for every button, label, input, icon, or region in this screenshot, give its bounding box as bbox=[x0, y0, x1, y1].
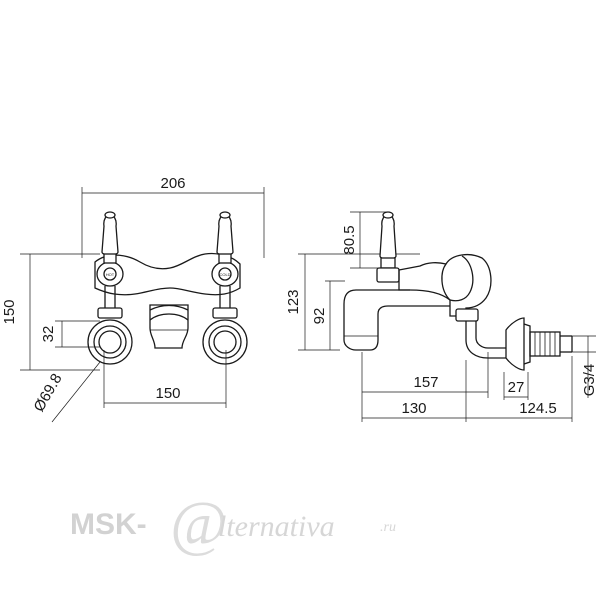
cold-lever bbox=[216, 211, 234, 264]
wall-flange bbox=[505, 317, 525, 371]
dim-overall-height: 150 bbox=[1, 253, 100, 371]
hot-lever bbox=[101, 211, 119, 264]
hot-label: HOT bbox=[106, 272, 115, 277]
side-body bbox=[398, 253, 492, 317]
dim-label-wall-depth: 124.5 bbox=[519, 400, 557, 417]
side-nut bbox=[455, 308, 479, 322]
dim-label-lever-height: 80.5 bbox=[341, 225, 358, 254]
cold-label: COLD bbox=[219, 272, 230, 277]
cold-index-disc bbox=[218, 267, 232, 281]
front-view: 206 150 32 Ø69.8 150 bbox=[1, 175, 265, 423]
dim-spout-to-wall: 130 bbox=[361, 360, 467, 422]
dim-spout-reach: 157 bbox=[361, 352, 489, 398]
dim-wall-depth: 124.5 bbox=[466, 356, 573, 422]
faucet-body bbox=[94, 252, 241, 296]
cold-flange bbox=[202, 319, 248, 365]
watermark-brand: MSK- bbox=[70, 508, 147, 541]
front-spout bbox=[149, 304, 189, 349]
dim-outlet-center: 32 bbox=[40, 320, 100, 348]
side-spout bbox=[343, 289, 450, 351]
cold-nut bbox=[212, 307, 238, 319]
dim-overall-width: 206 bbox=[81, 175, 265, 258]
dim-spout-height: 92 bbox=[311, 280, 345, 350]
side-lever bbox=[376, 211, 400, 283]
thread bbox=[529, 331, 573, 357]
dim-thread: G3/4 bbox=[560, 335, 598, 398]
dim-flange-diameter: Ø69.8 bbox=[31, 361, 101, 423]
hot-index-disc bbox=[103, 267, 117, 281]
dim-label-spout-reach: 157 bbox=[413, 374, 438, 391]
hot-flange bbox=[87, 319, 133, 365]
side-view: 80.5 123 92 bbox=[285, 211, 598, 422]
hot-nut bbox=[97, 307, 123, 319]
dim-label-thread: G3/4 bbox=[581, 364, 598, 397]
watermark-at: @ bbox=[170, 490, 228, 558]
watermark-tld: .ru bbox=[380, 520, 396, 535]
dim-connector: 27 bbox=[503, 372, 529, 400]
dim-label-centers: 150 bbox=[155, 385, 180, 402]
dim-centers: 150 bbox=[103, 350, 227, 408]
dim-label-overall-height: 150 bbox=[1, 299, 18, 324]
dim-label-outlet-center: 32 bbox=[40, 326, 57, 343]
dim-label-total-height: 123 bbox=[285, 289, 302, 314]
dim-total-height: 123 bbox=[285, 253, 420, 351]
dim-label-connector: 27 bbox=[508, 379, 525, 396]
dim-label-overall-width: 206 bbox=[160, 175, 185, 192]
dim-label-flange-diameter: Ø69.8 bbox=[31, 371, 66, 415]
dim-label-spout-to-wall: 130 bbox=[401, 400, 426, 417]
dim-label-spout-height: 92 bbox=[311, 308, 328, 325]
watermark-rest: lternativa bbox=[218, 510, 335, 543]
